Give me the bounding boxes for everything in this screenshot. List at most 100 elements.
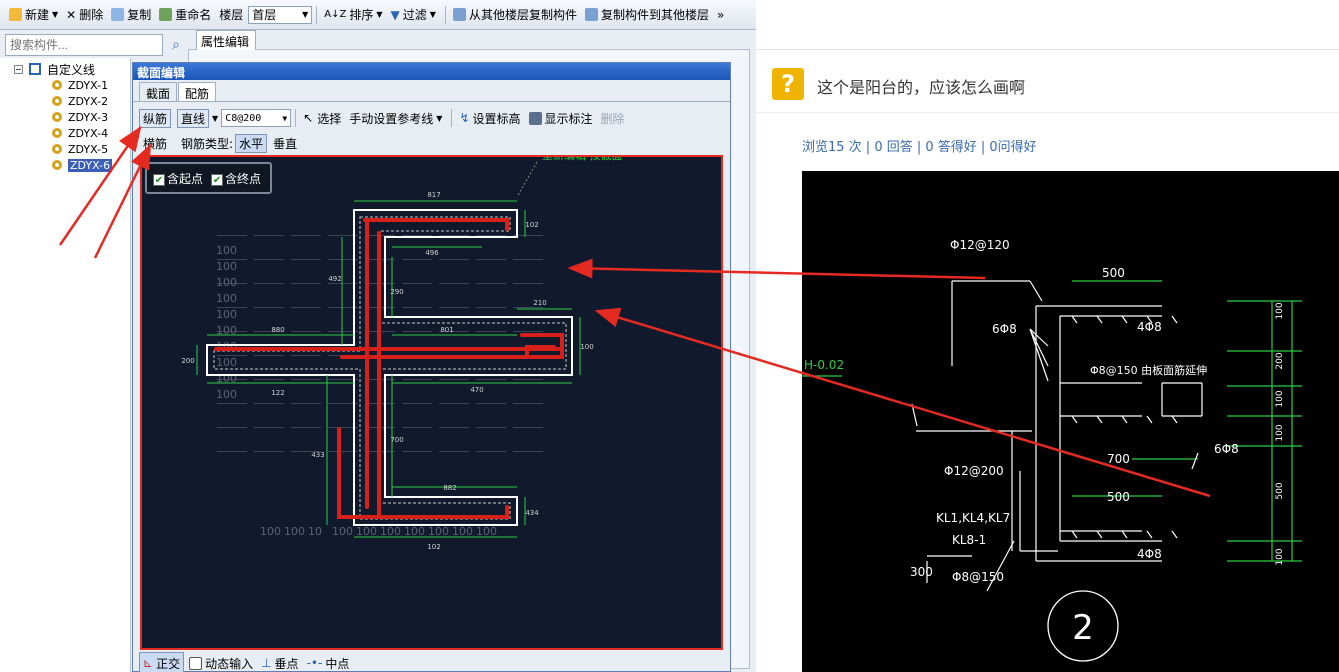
grid-line xyxy=(439,307,469,308)
search-icon: ⌕ xyxy=(172,37,180,53)
drawing-label: 500 xyxy=(1102,266,1125,280)
dimension-label: 434 xyxy=(525,509,539,517)
page-header xyxy=(756,0,1339,50)
grid-label: 100 xyxy=(380,525,401,538)
chevron-down-icon: ▼ xyxy=(429,10,436,19)
new-button[interactable]: 新建▼ xyxy=(6,4,61,26)
drawing-label: 700 xyxy=(1107,452,1130,466)
filter-button[interactable]: ▼过滤▼ xyxy=(390,7,436,23)
grid-line xyxy=(439,427,469,428)
grid-line xyxy=(439,283,469,284)
horizontal-button[interactable]: 水平 xyxy=(235,133,268,153)
drawing-label: 500 xyxy=(1107,490,1130,504)
search-button[interactable]: ⌕ xyxy=(166,34,186,56)
tree-item[interactable]: ZDYX-5 xyxy=(52,141,108,157)
grid-line xyxy=(291,235,321,236)
grid-line xyxy=(513,235,543,236)
grid-label: 100 xyxy=(216,244,237,257)
delete-rebar-button[interactable]: 删除 xyxy=(600,111,625,126)
grid-line xyxy=(476,283,506,284)
start-point-checkbox[interactable]: ✔含起点 xyxy=(153,171,204,186)
grid-label: 100 xyxy=(428,525,449,538)
grid-line xyxy=(254,283,284,284)
side-dimension-label: 100 xyxy=(1275,548,1285,565)
grid-line xyxy=(476,451,506,452)
manual-ref-line-button[interactable]: 手动设置参考线▼ xyxy=(349,111,443,126)
grid-line xyxy=(217,379,247,380)
grid-label: 100 xyxy=(260,525,281,538)
tree-item[interactable]: ZDYX-1 xyxy=(52,77,108,93)
drawing-line xyxy=(1071,530,1078,539)
drawing-line xyxy=(1096,415,1103,424)
grid-line xyxy=(217,403,247,404)
perpendicular-snap-toggle[interactable]: ⊥垂点 xyxy=(261,656,299,671)
copy-from-floor-button[interactable]: 从其他楼层复制构件 xyxy=(450,4,580,26)
component-icon xyxy=(52,128,62,138)
grid-line xyxy=(513,331,543,332)
grid-line xyxy=(328,235,358,236)
question-stats[interactable]: 浏览15 次 | 0 回答 | 0 答得好 | 0问得好 xyxy=(802,140,1037,155)
floor-select[interactable]: 首层▼ xyxy=(248,5,313,24)
grid-line xyxy=(217,307,247,308)
set-elevation-button[interactable]: ↯设置标高 xyxy=(459,111,521,126)
drawing-label: KL1,KL4,KL7 xyxy=(936,511,1010,525)
collapse-icon[interactable]: − xyxy=(14,64,23,74)
select-button[interactable]: ↖选择 xyxy=(303,111,342,126)
grid-label: 100 xyxy=(216,356,237,369)
tree-item[interactable]: ZDYX-3 xyxy=(52,109,108,125)
tree-item[interactable]: ZDYX-4 xyxy=(52,125,108,141)
ortho-toggle[interactable]: ⊾正交 xyxy=(139,652,185,672)
grid-line xyxy=(439,235,469,236)
grid-line xyxy=(328,259,358,260)
tab-section[interactable]: 截面 xyxy=(139,82,178,102)
rename-button[interactable]: 重命名 xyxy=(156,4,214,26)
tab-property-edit[interactable]: 属性编辑 xyxy=(196,30,256,50)
dimension-label: 882 xyxy=(443,484,456,492)
tree-item[interactable]: ZDYX-2 xyxy=(52,93,108,109)
dimension-label: 102 xyxy=(427,543,440,551)
drawing-line xyxy=(1171,530,1178,539)
copy-to-floor-button[interactable]: 复制构件到其他楼层 xyxy=(582,4,712,26)
midpoint-snap-toggle[interactable]: -•-中点 xyxy=(306,656,350,671)
dynamic-input-toggle[interactable]: 动态输入 xyxy=(186,652,256,672)
drawing-line xyxy=(1071,415,1078,424)
rebar-spec-select[interactable]: C8@200▼ xyxy=(221,109,292,127)
grid-line xyxy=(439,403,469,404)
tab-rebar[interactable]: 配筋 xyxy=(178,82,217,102)
dialog-title: 截面编辑 xyxy=(133,63,730,80)
show-label-button[interactable]: 显示标注 xyxy=(526,107,596,129)
toolbar-overflow-button[interactable]: » xyxy=(716,7,725,22)
copy-icon xyxy=(111,8,125,21)
end-point-checkbox[interactable]: ✔含终点 xyxy=(211,171,262,186)
drawing-label: 6Φ8 xyxy=(992,322,1017,336)
vertical-button[interactable]: 垂直 xyxy=(273,136,298,151)
grid-line xyxy=(291,451,321,452)
copy-button[interactable]: 复制 xyxy=(108,4,154,26)
label-icon xyxy=(528,111,542,125)
transverse-rebar-button[interactable]: 横筋 xyxy=(139,133,172,153)
tree-root[interactable]: − 自定义线 xyxy=(14,62,96,77)
endpoint-options: ✔含起点 ✔含终点 xyxy=(145,162,272,194)
grid-line xyxy=(291,379,321,380)
search-input[interactable] xyxy=(5,34,163,56)
grid-line xyxy=(328,379,358,380)
drawing-line xyxy=(1096,315,1103,324)
tree-item-selected[interactable]: ZDYX-6 xyxy=(52,157,113,173)
elevation-icon: ↯ xyxy=(459,111,470,125)
grid-line xyxy=(254,235,284,236)
copy-floor-icon xyxy=(584,8,598,21)
status-bar: ⊾正交 动态输入 ⊥垂点 -•-中点 xyxy=(139,652,354,672)
grid-line xyxy=(402,331,432,332)
chevron-down-icon[interactable]: ▼ xyxy=(212,113,219,123)
dimension-label: 801 xyxy=(440,326,453,334)
drawing-line xyxy=(911,403,918,427)
midpoint-icon: -•- xyxy=(306,656,323,670)
longitudinal-rebar-button[interactable]: 纵筋 xyxy=(139,108,172,128)
straight-line-button[interactable]: 直线 xyxy=(177,108,210,128)
delete-button[interactable]: ✕删除 xyxy=(66,7,104,23)
rebar-line xyxy=(337,427,509,519)
